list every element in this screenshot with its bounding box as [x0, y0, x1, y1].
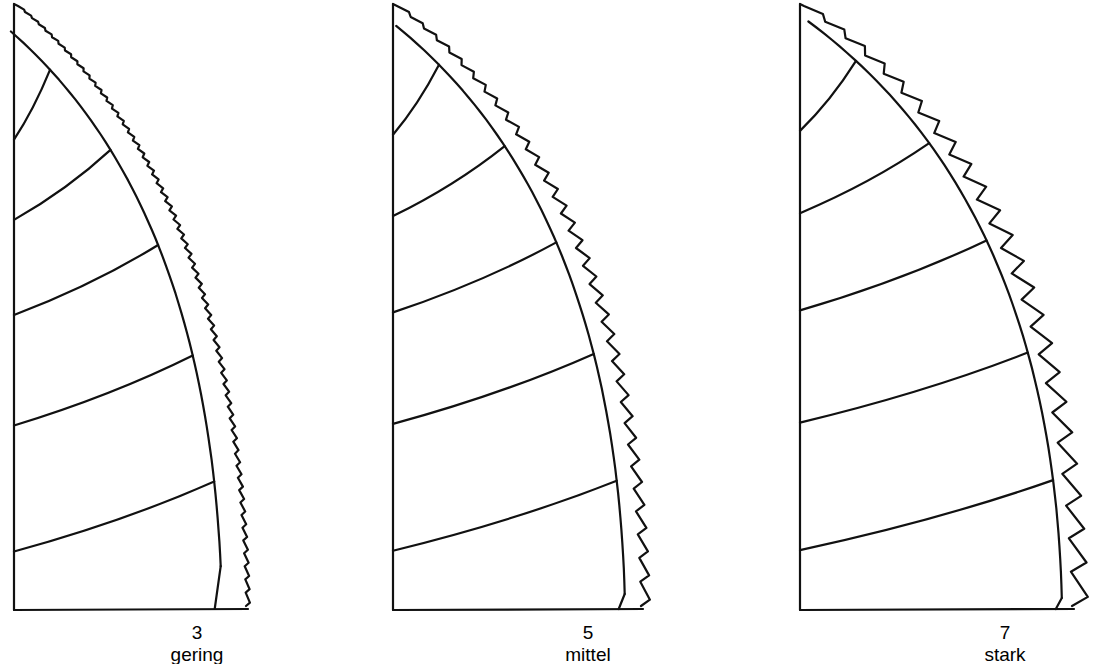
lateral-vein	[393, 481, 617, 551]
lateral-vein	[14, 482, 214, 552]
lateral-vein	[393, 354, 594, 424]
degree-word: mittel	[565, 644, 610, 664]
degree-number: 3	[192, 622, 203, 644]
lateral-vein	[393, 65, 439, 135]
lateral-vein	[14, 245, 158, 315]
degree-word: stark	[984, 644, 1025, 664]
basal-vein	[619, 594, 625, 609]
lateral-vein	[14, 150, 111, 220]
basal-vein	[1056, 598, 1062, 609]
lateral-vein	[393, 242, 556, 312]
serrated-margin	[14, 4, 250, 606]
degree-number: 7	[1000, 622, 1011, 644]
leaf-base	[393, 609, 643, 610]
lateral-vein	[800, 480, 1053, 550]
leaf-midrib	[392, 4, 394, 610]
leaf-midrib	[13, 4, 15, 610]
leaf-base	[800, 609, 1074, 610]
basal-vein	[215, 566, 221, 609]
degree-word: gering	[171, 644, 224, 664]
leaf-base	[14, 609, 248, 610]
lateral-vein	[800, 61, 856, 131]
submarginal-vein	[396, 26, 625, 594]
submarginal-vein	[11, 32, 221, 567]
serrated-margin	[393, 4, 650, 606]
lateral-vein	[800, 143, 929, 213]
submarginal-vein	[808, 22, 1061, 599]
lateral-vein	[800, 353, 1028, 423]
degree-number: 5	[583, 622, 594, 644]
lateral-vein	[14, 356, 193, 426]
lateral-vein	[800, 240, 987, 310]
lateral-vein	[393, 146, 505, 216]
lateral-vein	[14, 70, 50, 140]
leaf-midrib	[799, 4, 801, 610]
serrated-margin	[800, 4, 1088, 606]
